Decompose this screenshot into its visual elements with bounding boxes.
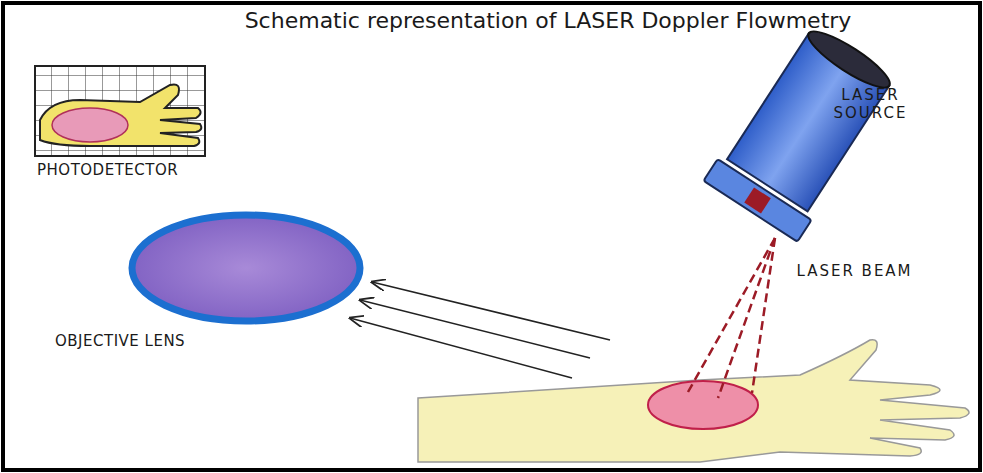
laser-beam: [688, 238, 775, 398]
frame: [3, 3, 980, 470]
part-label: OBJECTIVE LENS: [55, 332, 255, 350]
part-label: PHOTODETECTOR: [37, 161, 237, 179]
forearm-hand: [418, 340, 969, 462]
diagram-title: Schematic representation of LASER Dopple…: [245, 8, 852, 33]
part-label: LASER SOURCE: [808, 86, 933, 122]
part-label: LASER BEAM: [792, 262, 917, 280]
reflected-light-arrows: [350, 282, 610, 378]
objective-lens: [132, 215, 360, 321]
laser-source: [703, 19, 902, 242]
photodetector-screen: [35, 66, 205, 156]
